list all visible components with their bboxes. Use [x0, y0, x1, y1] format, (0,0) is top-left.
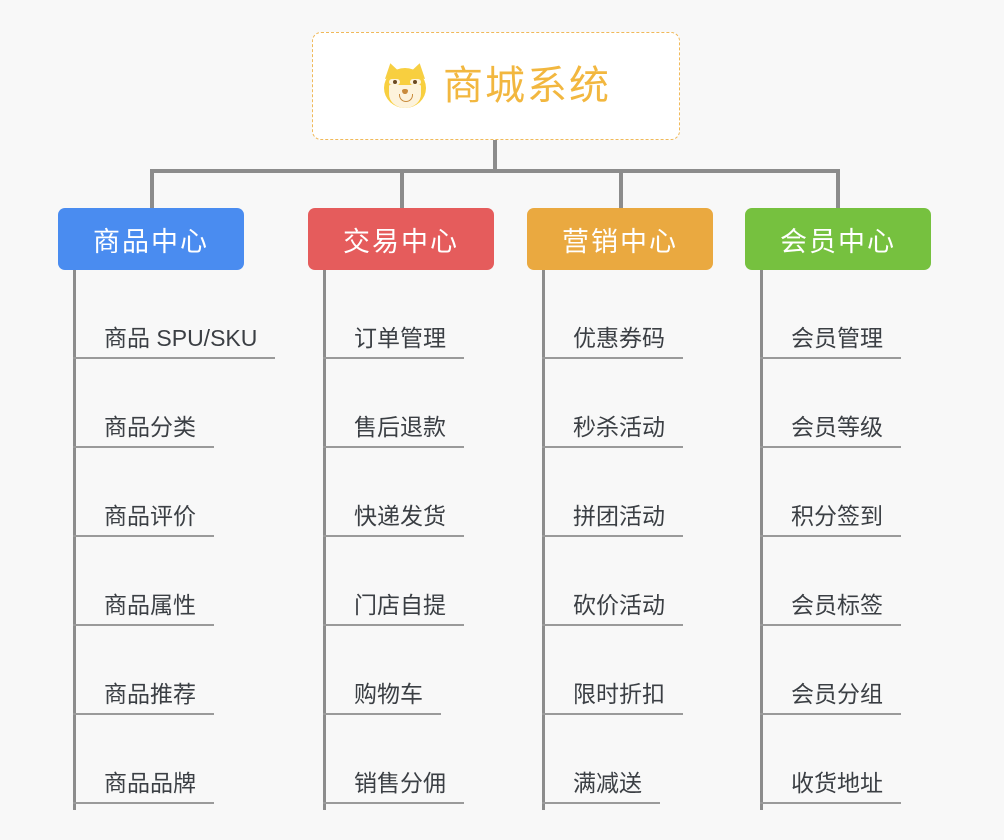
leaf-label: 商品 SPU/SKU: [104, 325, 258, 351]
leaf-item[interactable]: 秒杀活动: [527, 359, 713, 448]
leaf-label: 商品推荐: [104, 681, 196, 707]
root-node[interactable]: 商城系统: [312, 32, 680, 140]
leaf-underline: [760, 535, 901, 537]
branch-trunk-line: [73, 270, 76, 810]
leaf-item[interactable]: 商品品牌: [58, 715, 244, 804]
branch-header[interactable]: 商品中心: [58, 208, 244, 270]
leaf-label: 积分签到: [791, 503, 883, 529]
connector-drop-1: [150, 169, 154, 209]
leaf-underline: [542, 446, 683, 448]
leaf-item[interactable]: 订单管理: [308, 270, 494, 359]
branch-trunk-line: [542, 270, 545, 810]
leaf-label: 售后退款: [354, 414, 446, 440]
branch-header[interactable]: 会员中心: [745, 208, 931, 270]
leaf-label: 拼团活动: [573, 503, 665, 529]
leaf-underline: [73, 446, 214, 448]
leaf-item[interactable]: 商品分类: [58, 359, 244, 448]
connector-drop-3: [619, 169, 623, 209]
leaf-item[interactable]: 积分签到: [745, 448, 931, 537]
connector-drop-2: [400, 169, 404, 209]
leaf-underline: [760, 802, 901, 804]
leaf-underline: [542, 535, 683, 537]
connector-bar: [150, 169, 840, 173]
leaf-underline: [323, 624, 464, 626]
leaf-label: 销售分佣: [354, 770, 446, 796]
leaf-underline: [760, 624, 901, 626]
leaf-underline: [542, 357, 683, 359]
shiba-dog-icon: [381, 61, 429, 110]
leaf-item[interactable]: 限时折扣: [527, 626, 713, 715]
leaf-label: 商品品牌: [104, 770, 196, 796]
leaf-item[interactable]: 商品属性: [58, 537, 244, 626]
leaf-underline: [73, 624, 214, 626]
leaf-underline: [760, 713, 901, 715]
leaf-item[interactable]: 砍价活动: [527, 537, 713, 626]
leaf-label: 会员分组: [791, 681, 883, 707]
leaf-label: 限时折扣: [573, 681, 665, 707]
leaf-underline: [323, 713, 441, 715]
leaf-item[interactable]: 快递发货: [308, 448, 494, 537]
leaf-label: 门店自提: [354, 592, 446, 618]
leaf-label: 秒杀活动: [573, 414, 665, 440]
leaf-label: 商品评价: [104, 503, 196, 529]
leaf-underline: [542, 802, 660, 804]
branch-column: 营销中心优惠券码秒杀活动拼团活动砍价活动限时折扣满减送: [527, 208, 713, 810]
leaf-label: 砍价活动: [573, 592, 665, 618]
leaf-item[interactable]: 会员等级: [745, 359, 931, 448]
leaf-underline: [323, 446, 464, 448]
leaf-underline: [73, 713, 214, 715]
leaf-label: 收货地址: [791, 770, 883, 796]
leaf-item[interactable]: 销售分佣: [308, 715, 494, 804]
leaf-item[interactable]: 商品 SPU/SKU: [58, 270, 275, 359]
leaf-label: 会员管理: [791, 325, 883, 351]
branch-column: 商品中心商品 SPU/SKU 商品分类商品评价商品属性商品推荐商品品牌: [58, 208, 275, 810]
leaf-item[interactable]: 购物车: [308, 626, 494, 715]
leaf-item[interactable]: 满减送: [527, 715, 713, 804]
branch-header[interactable]: 交易中心: [308, 208, 494, 270]
leaf-label: 商品属性: [104, 592, 196, 618]
leaf-item[interactable]: 收货地址: [745, 715, 931, 804]
branch-header[interactable]: 营销中心: [527, 208, 713, 270]
leaf-underline: [760, 357, 901, 359]
leaf-label: 商品分类: [104, 414, 196, 440]
leaf-underline: [323, 357, 464, 359]
leaf-label: 会员等级: [791, 414, 883, 440]
leaf-item[interactable]: 售后退款: [308, 359, 494, 448]
leaf-label: 订单管理: [354, 325, 446, 351]
leaf-item[interactable]: 门店自提: [308, 537, 494, 626]
leaf-underline: [73, 535, 214, 537]
branch-leaf-list: 会员管理会员等级积分签到会员标签会员分组收货地址: [745, 270, 931, 804]
branch-leaf-list: 商品 SPU/SKU 商品分类商品评价商品属性商品推荐商品品牌: [58, 270, 275, 804]
leaf-item[interactable]: 拼团活动: [527, 448, 713, 537]
connector-drop-4: [836, 169, 840, 209]
leaf-label: 购物车: [354, 681, 423, 707]
connector-stem: [493, 140, 497, 172]
leaf-label: 满减送: [573, 770, 642, 796]
leaf-item[interactable]: 会员分组: [745, 626, 931, 715]
leaf-underline: [542, 624, 683, 626]
leaf-item[interactable]: 商品评价: [58, 448, 244, 537]
leaf-label: 优惠券码: [573, 325, 665, 351]
branch-trunk-line: [760, 270, 763, 810]
leaf-underline: [760, 446, 901, 448]
branch-column: 交易中心订单管理售后退款快递发货门店自提购物车销售分佣: [308, 208, 494, 810]
leaf-label: 会员标签: [791, 592, 883, 618]
leaf-underline: [323, 535, 464, 537]
branch-trunk-line: [323, 270, 326, 810]
branch-leaf-list: 订单管理售后退款快递发货门店自提购物车销售分佣: [308, 270, 494, 804]
leaf-underline: [73, 802, 214, 804]
leaf-underline: [73, 357, 275, 359]
root-title: 商城系统: [443, 64, 611, 108]
branch-leaf-list: 优惠券码秒杀活动拼团活动砍价活动限时折扣满减送: [527, 270, 713, 804]
leaf-item[interactable]: 会员标签: [745, 537, 931, 626]
leaf-item[interactable]: 商品推荐: [58, 626, 244, 715]
leaf-label: 快递发货: [354, 503, 446, 529]
leaf-underline: [323, 802, 464, 804]
leaf-underline: [542, 713, 683, 715]
leaf-item[interactable]: 优惠券码: [527, 270, 713, 359]
leaf-item[interactable]: 会员管理: [745, 270, 931, 359]
branch-column: 会员中心会员管理会员等级积分签到会员标签会员分组收货地址: [745, 208, 931, 810]
